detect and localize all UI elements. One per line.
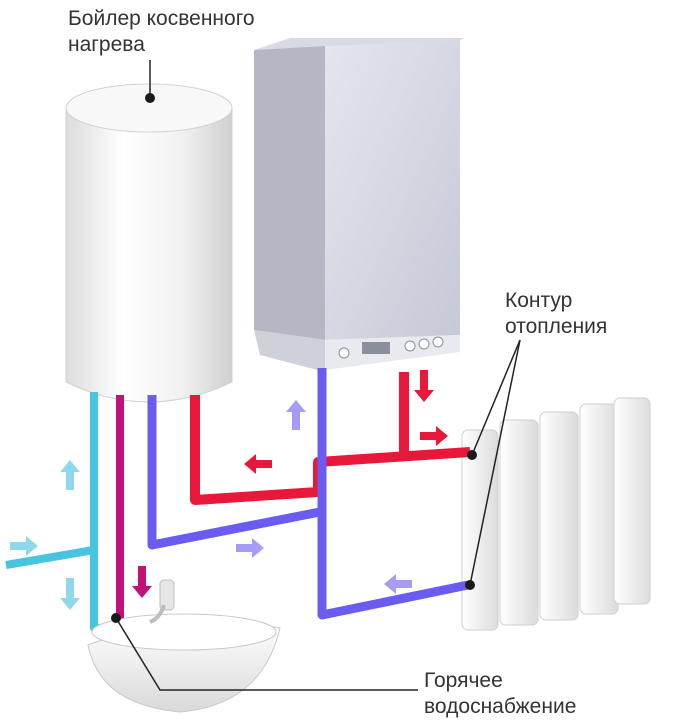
arrow-right-icon bbox=[420, 426, 448, 446]
boiler-knob bbox=[418, 338, 430, 350]
arrow-up-icon bbox=[60, 460, 80, 490]
tank-cylinder bbox=[65, 83, 233, 403]
hot-water-label-line: водоснабжение bbox=[424, 695, 577, 718]
faucet-icon bbox=[149, 579, 175, 624]
washbasin bbox=[87, 613, 281, 713]
boiler-label-line: Бойлер косвенного bbox=[68, 7, 255, 30]
heating-circuit-label-line: Контур bbox=[505, 289, 573, 312]
arrow-up-icon bbox=[286, 400, 306, 430]
boiler-label: Бойлер косвенного нагрева bbox=[68, 6, 255, 58]
boiler-knob bbox=[338, 347, 350, 359]
boiler-label-line: нагрева bbox=[68, 33, 145, 56]
arrow-right-icon bbox=[10, 536, 38, 556]
radiator bbox=[461, 397, 651, 631]
arrow-right-icon bbox=[236, 538, 264, 558]
arrow-down-icon bbox=[60, 578, 80, 610]
gas-boiler bbox=[254, 38, 465, 372]
callout-lines bbox=[115, 60, 521, 691]
heating-circuit-label: Контур отопления bbox=[505, 288, 607, 340]
flow-arrows bbox=[10, 370, 448, 610]
boiler-knob bbox=[432, 336, 444, 348]
return-pipes bbox=[147, 368, 469, 620]
cold-water-pipes bbox=[5, 392, 108, 632]
boiler-knob bbox=[404, 340, 416, 352]
arrow-left-icon bbox=[384, 574, 412, 594]
callout-dots bbox=[111, 93, 477, 623]
hot-water-label-line: Горячее bbox=[424, 669, 503, 692]
arrow-down-icon bbox=[414, 370, 434, 402]
heating-circuit-label-line: отопления bbox=[505, 315, 608, 338]
hot-water-label: Горячее водоснабжение bbox=[424, 668, 576, 720]
boiler-display bbox=[362, 342, 390, 354]
arrow-down-icon bbox=[132, 566, 152, 598]
arrow-left-icon bbox=[244, 454, 272, 474]
